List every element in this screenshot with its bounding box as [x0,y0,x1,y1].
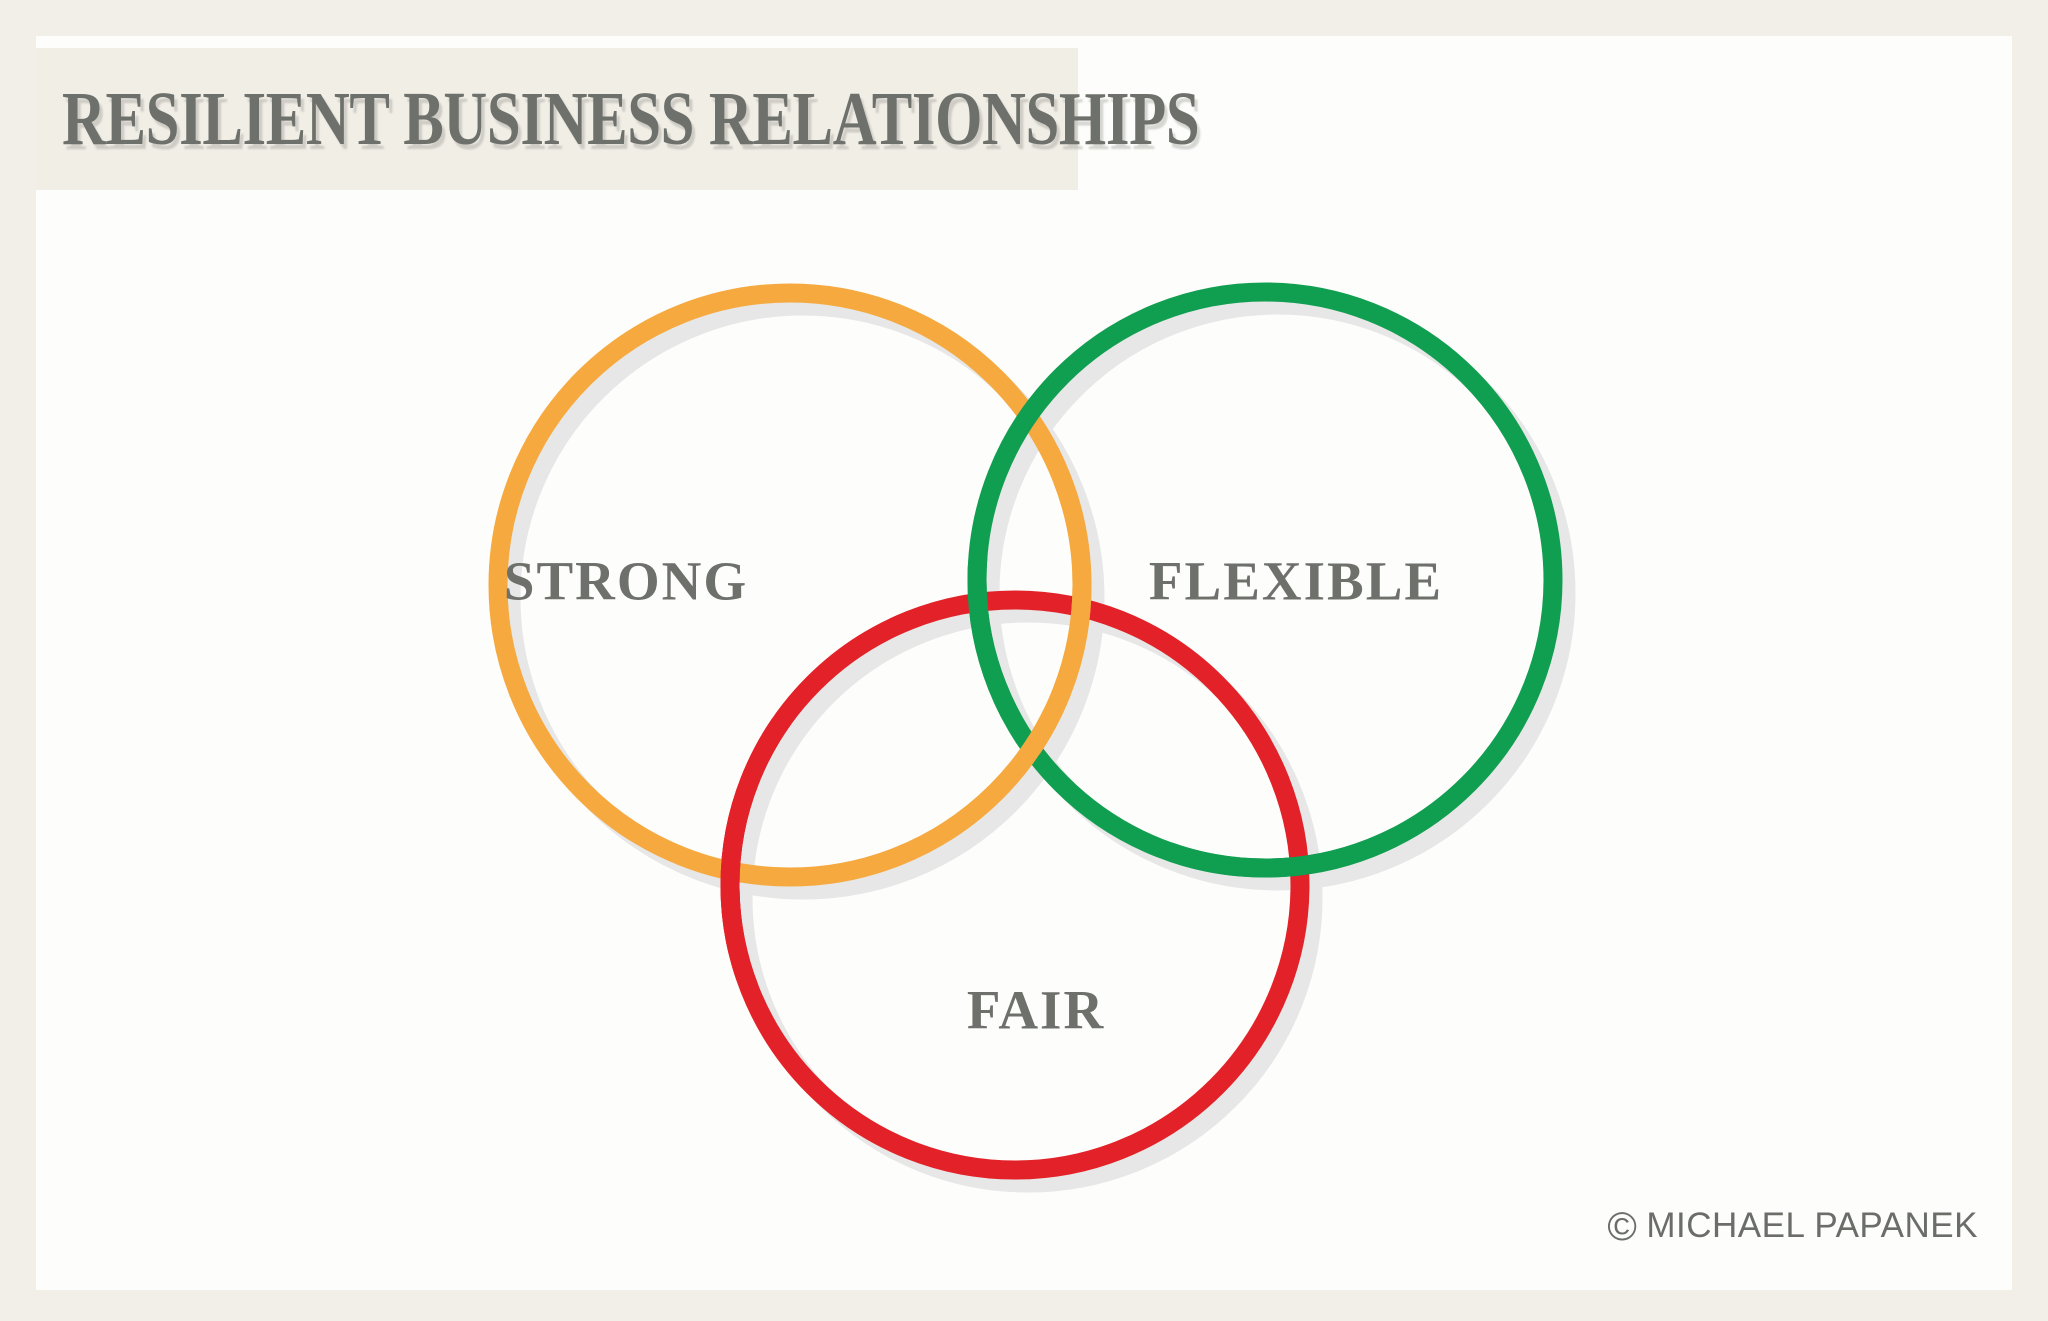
content-panel [36,36,2012,1290]
page-title: RESILIENT BUSINESS RELATIONSHIPS [62,77,1200,161]
copyright-notice: © MICHAEL PAPANEK [1607,1205,1978,1249]
title-band: RESILIENT BUSINESS RELATIONSHIPS [36,48,1200,190]
copyright-icon: © [1607,1205,1638,1249]
copyright-label: MICHAEL PAPANEK [1646,1206,1978,1245]
